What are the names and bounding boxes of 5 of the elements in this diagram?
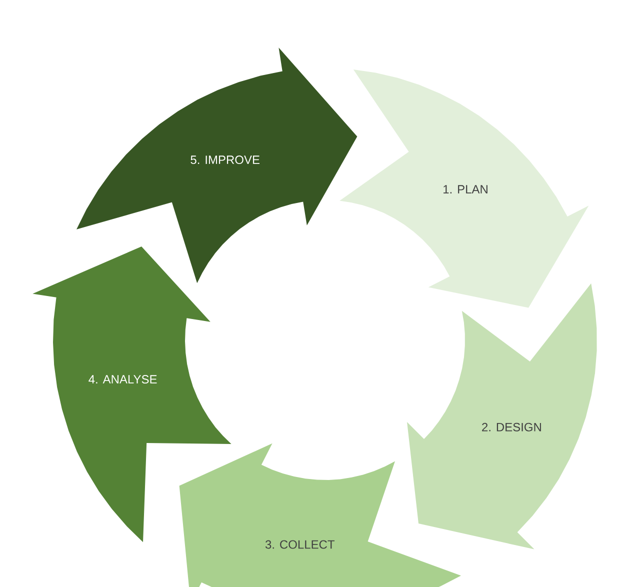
cycle-step: 4. ANALYSE: [32, 246, 232, 542]
cycle-step: 1. PLAN: [340, 70, 589, 308]
cycle-step: 5. IMPROVE: [76, 48, 358, 284]
cycle-step: 3. COLLECT: [179, 443, 461, 587]
cycle-step: 2. DESIGN: [407, 283, 597, 550]
